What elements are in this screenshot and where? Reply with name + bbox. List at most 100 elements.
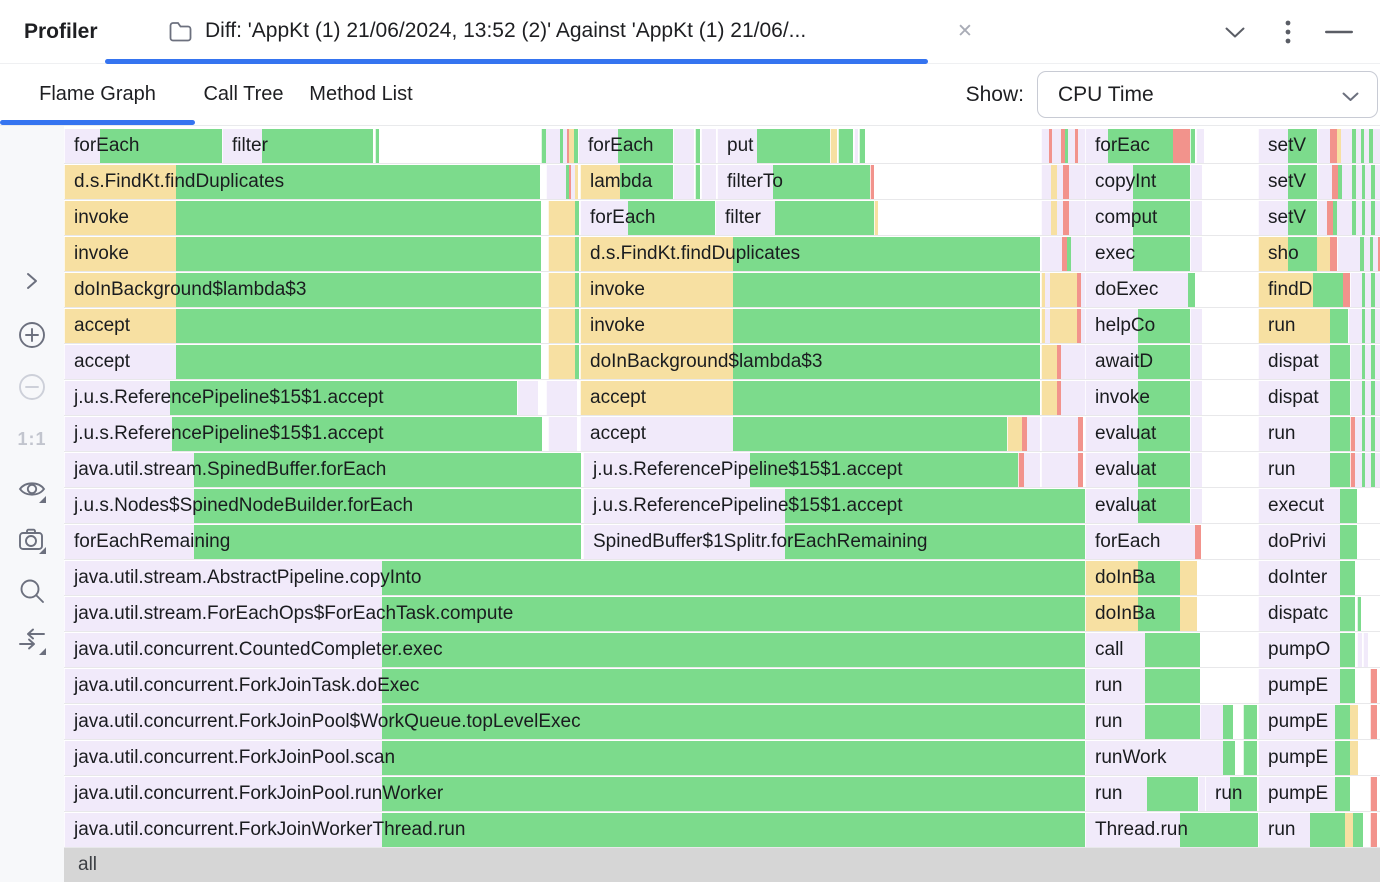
flame-frame-sliver[interactable] — [1348, 309, 1380, 343]
flame-frame[interactable]: filterTo — [717, 165, 870, 199]
flame-frame[interactable]: forEach — [578, 129, 673, 163]
flame-frame[interactable]: j.u.s.Nodes$SpinedNodeBuilder.forEach — [64, 489, 581, 523]
flame-frame[interactable]: java.util.concurrent.ForkJoinTask.doExec — [64, 669, 1085, 703]
flame-frame-sliver[interactable] — [1317, 201, 1380, 235]
flame-frame[interactable]: java.util.concurrent.ForkJoinPool.runWor… — [64, 777, 1085, 811]
flame-frame[interactable]: accept — [580, 417, 1007, 451]
flame-frame-sliver[interactable] — [870, 165, 874, 199]
flame-frame[interactable]: doInter — [1258, 561, 1355, 595]
flame-frame[interactable]: runWork — [1085, 741, 1235, 775]
flame-frame[interactable]: put — [717, 129, 830, 163]
flame-frame-sliver[interactable] — [830, 129, 837, 163]
flame-frame-sliver[interactable] — [673, 129, 694, 163]
chevron-down-icon[interactable] — [1221, 18, 1249, 46]
flame-frame-sliver[interactable] — [546, 165, 578, 199]
flame-frame[interactable]: java.util.concurrent.ForkJoinPool.scan — [64, 741, 1085, 775]
flame-frame[interactable]: setV — [1258, 165, 1317, 199]
flame-frame[interactable]: forEach — [580, 201, 715, 235]
flame-frame-sliver[interactable] — [517, 381, 538, 415]
flame-frame[interactable]: invoke — [1085, 381, 1190, 415]
flame-frame-sliver[interactable] — [874, 201, 878, 235]
flame-frame[interactable]: run — [1258, 309, 1348, 343]
flame-frame-sliver[interactable] — [548, 201, 579, 235]
flame-frame-sliver[interactable] — [1317, 165, 1380, 199]
flame-frame-sliver[interactable] — [1243, 741, 1257, 775]
flame-frame[interactable]: j.u.s.ReferencePipeline$15$1.accept — [583, 453, 1018, 487]
flame-frame[interactable]: java.util.concurrent.ForkJoinWorkerThrea… — [64, 813, 1085, 847]
flame-frame[interactable]: invoke — [580, 309, 1040, 343]
flame-frame-sliver[interactable] — [1018, 453, 1040, 487]
actual-size-button[interactable]: 1:1 — [17, 424, 47, 454]
flame-frame[interactable]: doInBackground$lambda$3 — [580, 345, 1040, 379]
flame-frame-sliver[interactable] — [695, 129, 700, 163]
flame-frame-sliver[interactable] — [1370, 813, 1377, 847]
flame-frame[interactable]: doInBa — [1085, 561, 1197, 595]
flame-frame[interactable]: helpCo — [1085, 309, 1190, 343]
flame-frame[interactable]: invoke — [64, 201, 541, 235]
flame-frame-sliver[interactable] — [1363, 633, 1368, 667]
flame-frame-sliver[interactable] — [838, 129, 853, 163]
flame-frame[interactable]: doInBa — [1085, 597, 1197, 631]
flame-frame-sliver[interactable] — [1350, 381, 1380, 415]
flame-frame[interactable]: pumpE — [1258, 705, 1358, 739]
flame-frame-sliver[interactable] — [375, 129, 379, 163]
flame-frame[interactable]: exec — [1085, 237, 1190, 271]
flame-frame-sliver[interactable] — [1041, 417, 1083, 451]
flame-frame[interactable]: forEach — [64, 129, 222, 163]
flame-frame[interactable]: j.u.s.ReferencePipeline$15$1.accept — [583, 489, 1085, 523]
flame-frame-sliver[interactable] — [1041, 453, 1083, 487]
preview-mode-button[interactable] — [17, 475, 47, 505]
flame-frame[interactable]: dispat — [1258, 381, 1350, 415]
flame-frame-sliver[interactable] — [548, 417, 577, 451]
flame-frame[interactable]: accept — [64, 345, 541, 379]
flame-frame[interactable]: accept — [580, 381, 1040, 415]
flame-frame-sliver[interactable] — [1190, 309, 1202, 343]
flame-frame-sliver[interactable] — [1370, 669, 1377, 703]
capture-screenshot-button[interactable] — [17, 525, 47, 555]
flame-frame[interactable]: d.s.FindKt.findDuplicates — [64, 165, 540, 199]
profiler-session-tab[interactable]: Diff: 'AppKt (1) 21/06/2024, 13:52 (2)' … — [105, 0, 973, 64]
flame-frame-sliver[interactable] — [1317, 129, 1380, 163]
flame-frame[interactable]: awaitD — [1085, 345, 1190, 379]
flame-frame-sliver[interactable] — [1190, 345, 1202, 379]
flame-frame[interactable]: invoke — [64, 237, 541, 271]
flame-frame[interactable]: Thread.run — [1085, 813, 1258, 847]
expand-frame-button[interactable] — [17, 266, 47, 296]
flame-frame-sliver[interactable] — [1041, 237, 1085, 271]
flame-frame[interactable]: dispat — [1258, 345, 1350, 379]
flame-frame[interactable]: forEach — [1085, 525, 1201, 559]
flame-frame[interactable]: execut — [1258, 489, 1357, 523]
flame-frame[interactable]: j.u.s.ReferencePipeline$15$1.accept — [64, 381, 517, 415]
flame-frame-sliver[interactable] — [1357, 633, 1362, 667]
flame-frame[interactable]: run — [1258, 813, 1363, 847]
flame-frame-sliver[interactable] — [1190, 165, 1202, 199]
flame-frame-sliver[interactable] — [859, 129, 865, 163]
flame-frame[interactable]: pumpE — [1258, 669, 1355, 703]
flame-frame-sliver[interactable] — [548, 237, 579, 271]
flame-frame[interactable]: run — [1085, 777, 1198, 811]
flame-frame[interactable]: sho — [1258, 237, 1337, 271]
flame-frame-sliver[interactable] — [548, 345, 579, 379]
flame-frame[interactable]: forEac — [1085, 129, 1190, 163]
flame-frame[interactable]: evaluat — [1085, 417, 1190, 451]
flame-frame-sliver[interactable] — [854, 129, 858, 163]
flame-frame[interactable]: run — [1258, 453, 1350, 487]
flame-frame-sliver[interactable] — [1190, 237, 1202, 271]
tab-call-tree[interactable]: Call Tree — [195, 64, 292, 125]
flame-frame[interactable]: java.util.stream.AbstractPipeline.copyIn… — [64, 561, 1085, 595]
flame-frame[interactable]: filter — [222, 129, 373, 163]
flame-frame-sliver[interactable] — [1370, 777, 1377, 811]
flame-frame-sliver[interactable] — [1243, 705, 1257, 739]
flame-frame-sliver[interactable] — [1041, 165, 1085, 199]
flame-frame[interactable]: pumpO — [1258, 633, 1355, 667]
flame-frame[interactable]: copyInt — [1085, 165, 1190, 199]
flame-frame[interactable]: java.util.stream.ForEachOps$ForEachTask.… — [64, 597, 1085, 631]
flame-frame[interactable]: setV — [1258, 201, 1317, 235]
flame-frame[interactable]: evaluat — [1085, 453, 1190, 487]
zoom-in-button[interactable] — [17, 320, 47, 350]
flame-frame-sliver[interactable] — [1190, 489, 1202, 523]
flame-frame[interactable]: accept — [64, 309, 541, 343]
flame-frame-sliver[interactable] — [1041, 129, 1085, 163]
more-options-icon[interactable] — [1274, 18, 1302, 46]
